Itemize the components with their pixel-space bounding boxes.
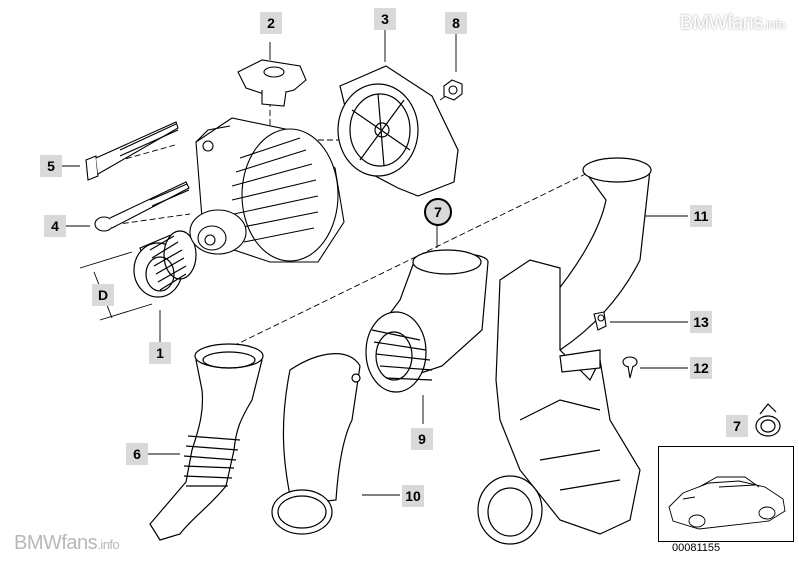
watermark-bottom-brand: BMWfans — [14, 532, 98, 554]
watermark-bottom: BMWfans.info — [14, 532, 120, 555]
callout-7-circle[interactable]: 7 — [424, 198, 452, 226]
intake-hose — [149, 343, 264, 541]
callout-6[interactable]: 6 — [126, 443, 148, 465]
regulator — [237, 59, 307, 107]
bolt-long — [85, 121, 179, 181]
hose-clamp — [755, 403, 781, 437]
pulley — [133, 230, 197, 298]
callout-3[interactable]: 3 — [374, 8, 396, 30]
car-icon — [668, 476, 786, 530]
watermark-top-brand: BMWfans — [679, 12, 764, 34]
nut — [443, 79, 463, 101]
callout-9[interactable]: 9 — [411, 428, 433, 450]
diagram-code: 00081155 — [672, 542, 721, 554]
callout-1[interactable]: 1 — [149, 342, 171, 364]
bolt-short — [94, 181, 190, 232]
car-thumbnail — [658, 446, 794, 542]
callout-7[interactable]: 7 — [726, 415, 748, 437]
callout-d: D — [92, 284, 114, 306]
callout-11[interactable]: 11 — [690, 205, 712, 227]
watermark-bottom-tld: .info — [97, 537, 120, 552]
screw — [622, 356, 638, 379]
pipe — [271, 353, 361, 535]
callout-12[interactable]: 12 — [690, 357, 712, 379]
fan-cowl — [337, 65, 459, 197]
callout-13[interactable]: 13 — [690, 311, 712, 333]
bellows — [365, 249, 489, 393]
watermark-top-tld: .info — [762, 17, 786, 32]
callout-5[interactable]: 5 — [40, 155, 62, 177]
alternator — [189, 117, 345, 263]
callout-10[interactable]: 10 — [402, 485, 424, 507]
clip — [593, 311, 607, 331]
callout-4[interactable]: 4 — [44, 215, 66, 237]
air-duct — [477, 157, 652, 545]
callout-2[interactable]: 2 — [260, 12, 282, 34]
leader-lines — [62, 30, 688, 496]
callout-8[interactable]: 8 — [445, 12, 467, 34]
watermark-top: BMWfans.info — [679, 12, 786, 35]
